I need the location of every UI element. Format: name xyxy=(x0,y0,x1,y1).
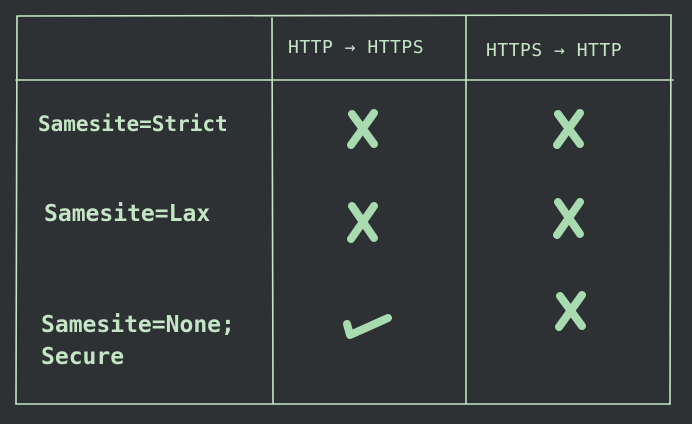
check-icon xyxy=(343,314,392,339)
grid-line-top xyxy=(16,14,672,17)
cross-icon xyxy=(553,198,584,239)
row-label-strict: Samesite=Strict xyxy=(38,112,228,136)
cross-icon xyxy=(555,291,586,331)
grid-line-col1 xyxy=(271,17,274,404)
grid-line-left xyxy=(15,15,18,405)
grid-line-right xyxy=(669,14,672,405)
header-https-to-http: HTTPS → HTTP xyxy=(486,40,623,61)
cross-icon xyxy=(553,109,584,149)
cross-icon xyxy=(347,202,378,243)
row-label-none-secure: Samesite=None; Secure xyxy=(41,312,235,370)
cross-icon xyxy=(347,109,378,149)
row-label-lax: Samesite=Lax xyxy=(44,201,211,227)
header-http-to-https: HTTP → HTTPS xyxy=(288,37,425,58)
